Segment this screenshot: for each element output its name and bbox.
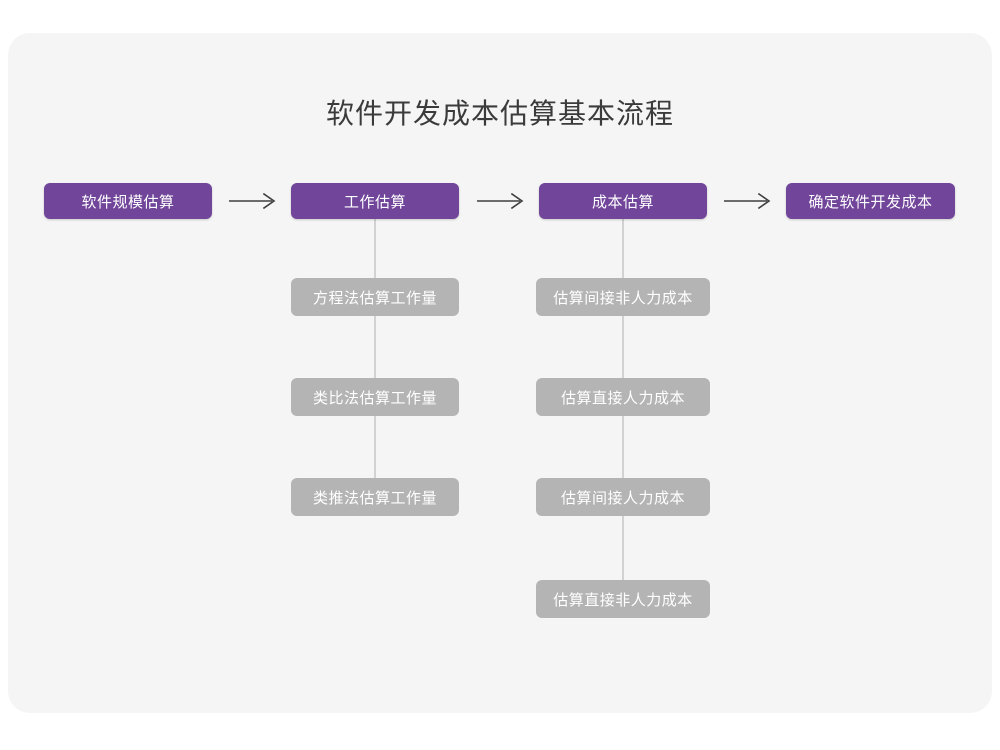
page-title: 软件开发成本估算基本流程 [325, 98, 674, 129]
connector-line-column-1 [374, 218, 376, 510]
flow-node-step2[interactable]: 工作估算 [291, 183, 459, 219]
branch-node-b2-1[interactable]: 估算间接非人力成本 [536, 278, 710, 316]
branch-node-b2-2[interactable]: 估算直接人力成本 [536, 378, 710, 416]
flow-node-step4-label: 确定软件开发成本 [808, 193, 933, 211]
flow-node-step3-label: 成本估算 [591, 193, 654, 211]
branch-node-b2-3[interactable]: 估算间接人力成本 [536, 478, 710, 516]
flow-node-step4[interactable]: 确定软件开发成本 [786, 183, 955, 219]
arrow-right-icon-3 [723, 189, 773, 213]
branch-node-b2-4[interactable]: 估算直接非人力成本 [536, 580, 710, 618]
flow-node-step2-label: 工作估算 [343, 193, 406, 211]
diagram-card [8, 33, 992, 713]
branch-node-b1-3[interactable]: 类推法估算工作量 [291, 478, 459, 516]
branch-node-b2-3-label: 估算间接人力成本 [560, 489, 685, 507]
branch-node-b1-2[interactable]: 类比法估算工作量 [291, 378, 459, 416]
branch-node-b2-2-label: 估算直接人力成本 [560, 389, 685, 407]
branch-node-b2-4-label: 估算直接非人力成本 [553, 591, 693, 609]
arrow-right-icon-1 [228, 189, 278, 213]
flow-node-step1-label: 软件规模估算 [81, 193, 175, 211]
branch-node-b1-1-label: 方程法估算工作量 [312, 289, 437, 307]
branch-node-b1-1[interactable]: 方程法估算工作量 [291, 278, 459, 316]
branch-node-b2-1-label: 估算间接非人力成本 [553, 289, 693, 307]
arrow-right-icon-2 [476, 189, 526, 213]
branch-node-b1-2-label: 类比法估算工作量 [312, 389, 437, 407]
branch-node-b1-3-label: 类推法估算工作量 [312, 489, 437, 507]
flow-node-step1[interactable]: 软件规模估算 [44, 183, 212, 219]
flow-node-step3[interactable]: 成本估算 [539, 183, 707, 219]
